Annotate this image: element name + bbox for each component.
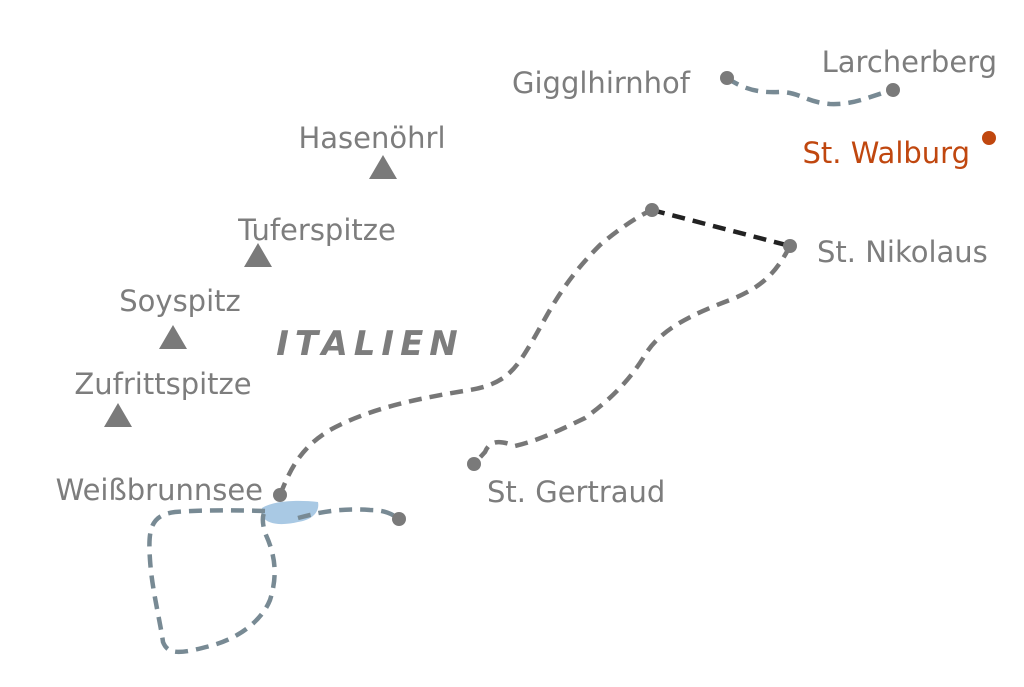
lake-weissbrunnsee [262, 500, 319, 525]
point-larcherberg [886, 83, 900, 97]
peak-label: Hasenöhrl [298, 121, 445, 155]
point-st-walburg [982, 131, 996, 145]
point-st-nikolaus [783, 239, 797, 253]
trail-loop [147, 508, 277, 655]
peak-label: Zufrittspitze [74, 367, 251, 401]
peak-icon-hasenoehrl [369, 155, 397, 179]
peak-label: Soyspitz [119, 284, 240, 318]
place-label-larcherberg: Larcherberg [822, 45, 997, 79]
place-label-gigglhirnhof: Gigglhirnhof [512, 66, 691, 100]
place-label-st-nikolaus: St. Nikolaus [817, 235, 988, 269]
peak-label: Tuferspitze [237, 213, 396, 247]
point-gigglhirnhof [720, 71, 734, 85]
point-junction [645, 203, 659, 217]
country-label: ITALIEN [276, 324, 464, 364]
point-weissbrunnsee [273, 488, 287, 502]
peak-icon-soyspitz [159, 325, 187, 349]
point-st-gertraud [467, 457, 481, 471]
trail-gigglhirnhof-larcherberg [725, 76, 894, 107]
peak-icon-tuferspitze [244, 243, 272, 267]
place-label-st-gertraud: St. Gertraud [487, 475, 665, 509]
place-label-st-walburg: St. Walburg [803, 136, 970, 170]
place-label-weissbrunnsee: Weißbrunnsee [56, 473, 263, 507]
point-trail-end [392, 512, 406, 526]
trail-weissbrunnsee-stnikolaus [277, 207, 653, 496]
peak-icon-zufrittspitze [104, 403, 132, 427]
trail-stnikolaus-stgertraud [472, 244, 792, 466]
trail-lake-east [297, 507, 401, 521]
trail-black-segment [651, 207, 791, 249]
